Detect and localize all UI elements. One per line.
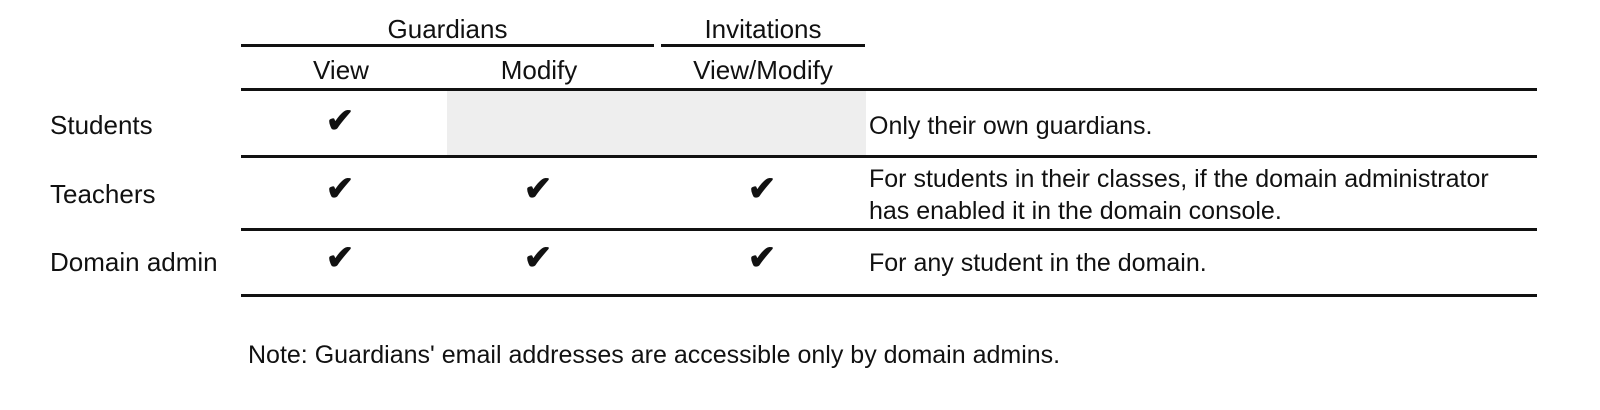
row-label-students: Students: [50, 110, 153, 140]
check-icon-domain-admin-guardians-view: ✔: [325, 239, 355, 277]
check-icon-domain-admin-guardians-modify: ✔: [523, 239, 553, 277]
table-rule-after-students: [241, 155, 1537, 158]
table-rule-top: [241, 88, 1537, 91]
row-label-teachers: Teachers: [50, 179, 156, 209]
row-label-domain-admin: Domain admin: [50, 247, 218, 277]
group-header-guardians: Guardians: [387, 14, 508, 44]
table-note: Note: Guardians' email addresses are acc…: [248, 341, 1061, 369]
check-icon-teachers-guardians-view: ✔: [325, 170, 355, 208]
group-header-invitations: Invitations: [704, 14, 822, 44]
check-icon-domain-admin-invitations-view-modify: ✔: [747, 239, 777, 277]
disabled-cell-students-modify: [447, 91, 866, 155]
row-description-students: Only their own guardians.: [869, 112, 1153, 140]
table-rule-bottom: [241, 294, 1537, 297]
table-rule-after-teachers: [241, 228, 1537, 231]
group-rule-guardians: [241, 44, 654, 47]
group-rule-invitations: [661, 44, 865, 47]
column-header-view-modify: View/Modify: [693, 55, 833, 85]
row-description-domain-admin: For any student in the domain.: [869, 249, 1207, 277]
check-icon-students-guardians-view: ✔: [325, 102, 355, 140]
check-icon-teachers-invitations-view-modify: ✔: [747, 170, 777, 208]
check-icon-teachers-guardians-modify: ✔: [523, 170, 553, 208]
column-header-view: View: [313, 55, 369, 85]
column-header-modify: Modify: [500, 55, 578, 85]
row-description-teachers: For students in their classes, if the do…: [869, 165, 1489, 225]
